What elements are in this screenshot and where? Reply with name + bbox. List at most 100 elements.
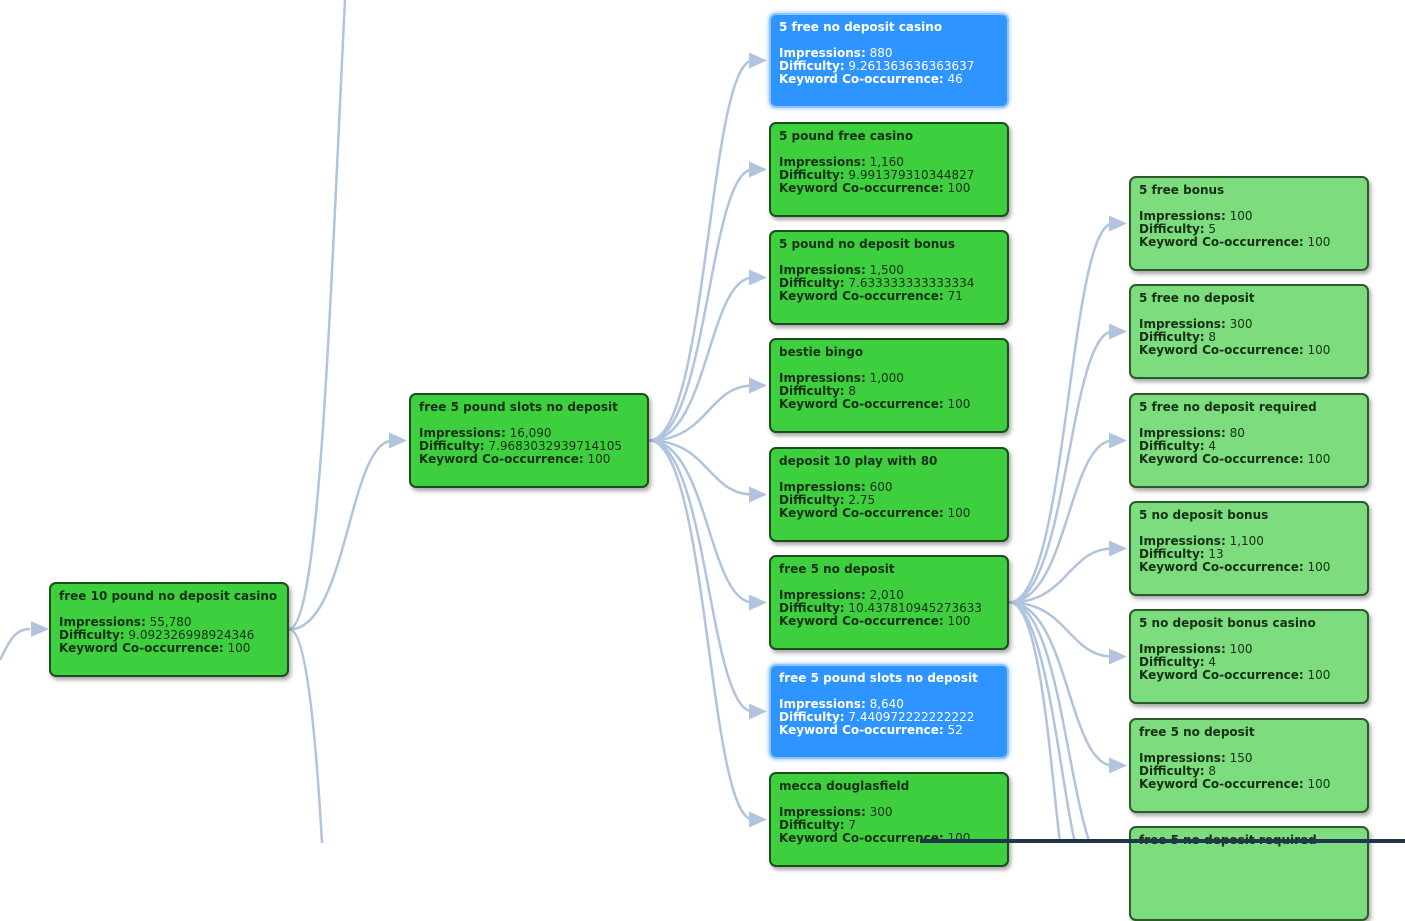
node-impressions-value: 1,500 xyxy=(869,263,904,277)
node-difficulty-row: Difficulty: 5 xyxy=(1139,223,1359,236)
node-impressions-value: 600 xyxy=(869,480,893,494)
node-impressions-value: 100 xyxy=(1229,209,1253,223)
node-impressions-value: 300 xyxy=(1229,317,1253,331)
node-cooccurrence-value: 100 xyxy=(947,506,971,520)
link-n7-offscreen-2 xyxy=(1008,600,1077,843)
node-impressions-label: Impressions: xyxy=(779,46,866,60)
node-difficulty-row: Difficulty: 7.633333333333334 xyxy=(779,277,999,290)
node-difficulty-value: 8 xyxy=(848,384,857,398)
node-difficulty-row: Difficulty: 10.437810945273633 xyxy=(779,602,999,615)
node-cooccurrence-row: Keyword Co-occurrence: 100 xyxy=(1139,669,1359,682)
node-impressions-label: Impressions: xyxy=(779,480,866,494)
link-arrow-n14 xyxy=(1109,648,1127,665)
node-impressions-value: 80 xyxy=(1229,426,1245,440)
link-arrow-n10 xyxy=(1109,215,1127,232)
link-n0-offscreen-up xyxy=(288,0,347,631)
node-cooccurrence-row: Keyword Co-occurrence: 100 xyxy=(779,507,999,520)
node-cooccurrence-label: Keyword Co-occurrence: xyxy=(1139,560,1304,574)
node-impressions-row: Impressions: 880 xyxy=(779,47,999,60)
link-n0-n1 xyxy=(288,439,394,631)
node-difficulty-row: Difficulty: 9.991379310344827 xyxy=(779,169,999,182)
node-cooccurrence-value: 71 xyxy=(947,289,963,303)
node-impressions-label: Impressions: xyxy=(779,697,866,711)
node-impressions-row: Impressions: 100 xyxy=(1139,643,1359,656)
node-difficulty-label: Difficulty: xyxy=(779,601,845,615)
node-difficulty-value: 13 xyxy=(1208,547,1224,561)
node-title: 5 no deposit bonus xyxy=(1139,508,1269,522)
node-impressions-row: Impressions: 150 xyxy=(1139,752,1359,765)
link-n7-n10 xyxy=(1008,222,1114,604)
link-n1-n6 xyxy=(648,439,754,496)
node-cooccurrence-value: 100 xyxy=(1307,777,1331,791)
node-difficulty-label: Difficulty: xyxy=(1139,330,1205,344)
node-impressions-row: Impressions: 300 xyxy=(1139,318,1359,331)
node-difficulty-value: 7.9683032939714105 xyxy=(488,439,623,453)
node-impressions-label: Impressions: xyxy=(1139,209,1226,223)
node-impressions-value: 1,160 xyxy=(869,155,904,169)
link-n7-n13 xyxy=(1008,547,1114,604)
node-cooccurrence-row: Keyword Co-occurrence: 100 xyxy=(779,615,999,628)
link-n7-n15 xyxy=(1008,601,1114,767)
node-impressions-value: 880 xyxy=(869,46,893,60)
node-difficulty-label: Difficulty: xyxy=(779,710,845,724)
node-cooccurrence-row: Keyword Co-occurrence: 100 xyxy=(1139,453,1359,466)
node-cooccurrence-value: 100 xyxy=(1307,343,1331,357)
link-n1-n5 xyxy=(648,384,754,442)
node-difficulty-row: Difficulty: 7 xyxy=(779,819,999,832)
node-impressions-row: Impressions: 1,000 xyxy=(779,372,999,385)
node-title: free 5 pound slots no deposit xyxy=(779,671,978,685)
node-difficulty-label: Difficulty: xyxy=(779,384,845,398)
link-n7-n14 xyxy=(1008,601,1114,658)
node-difficulty-row: Difficulty: 2.75 xyxy=(779,494,999,507)
link-arrow-n2 xyxy=(749,52,767,69)
node-difficulty-row: Difficulty: 8 xyxy=(1139,331,1359,344)
node-difficulty-label: Difficulty: xyxy=(779,818,845,832)
node-title: bestie bingo xyxy=(779,345,864,359)
node-cooccurrence-value: 100 xyxy=(947,397,971,411)
node-cooccurrence-label: Keyword Co-occurrence: xyxy=(1139,777,1304,791)
node-cooccurrence-value: 46 xyxy=(947,72,963,86)
node-cooccurrence-value: 52 xyxy=(947,723,963,737)
node-cooccurrence-label: Keyword Co-occurrence: xyxy=(779,289,944,303)
node-impressions-value: 55,780 xyxy=(149,615,192,629)
node-impressions-row: Impressions: 1,500 xyxy=(779,264,999,277)
node-cooccurrence-row: Keyword Co-occurrence: 100 xyxy=(1139,236,1359,249)
node-impressions-label: Impressions: xyxy=(779,805,866,819)
node-impressions-label: Impressions: xyxy=(1139,534,1226,548)
node-difficulty-row: Difficulty: 13 xyxy=(1139,548,1359,561)
node-cooccurrence-row: Keyword Co-occurrence: 100 xyxy=(1139,778,1359,791)
node-title: deposit 10 play with 80 xyxy=(779,454,938,468)
node-cooccurrence-value: 100 xyxy=(227,641,251,655)
node-difficulty-value: 9.092326998924346 xyxy=(128,628,255,642)
link-n1-n8 xyxy=(648,439,754,713)
node-impressions-value: 16,090 xyxy=(509,426,552,440)
node-cooccurrence-label: Keyword Co-occurrence: xyxy=(779,181,944,195)
node-impressions-label: Impressions: xyxy=(1139,426,1226,440)
node-cooccurrence-value: 100 xyxy=(1307,668,1331,682)
link-arrow-n4 xyxy=(749,269,767,286)
node-difficulty-value: 10.437810945273633 xyxy=(848,601,983,615)
node-difficulty-value: 4 xyxy=(1208,439,1217,453)
node-difficulty-label: Difficulty: xyxy=(1139,547,1205,561)
node-difficulty-label: Difficulty: xyxy=(419,439,485,453)
node-cooccurrence-value: 100 xyxy=(1307,452,1331,466)
link-n1-n3 xyxy=(648,168,754,442)
node-impressions-value: 8,640 xyxy=(869,697,904,711)
bottom-scrollbar-edge xyxy=(920,839,1405,843)
